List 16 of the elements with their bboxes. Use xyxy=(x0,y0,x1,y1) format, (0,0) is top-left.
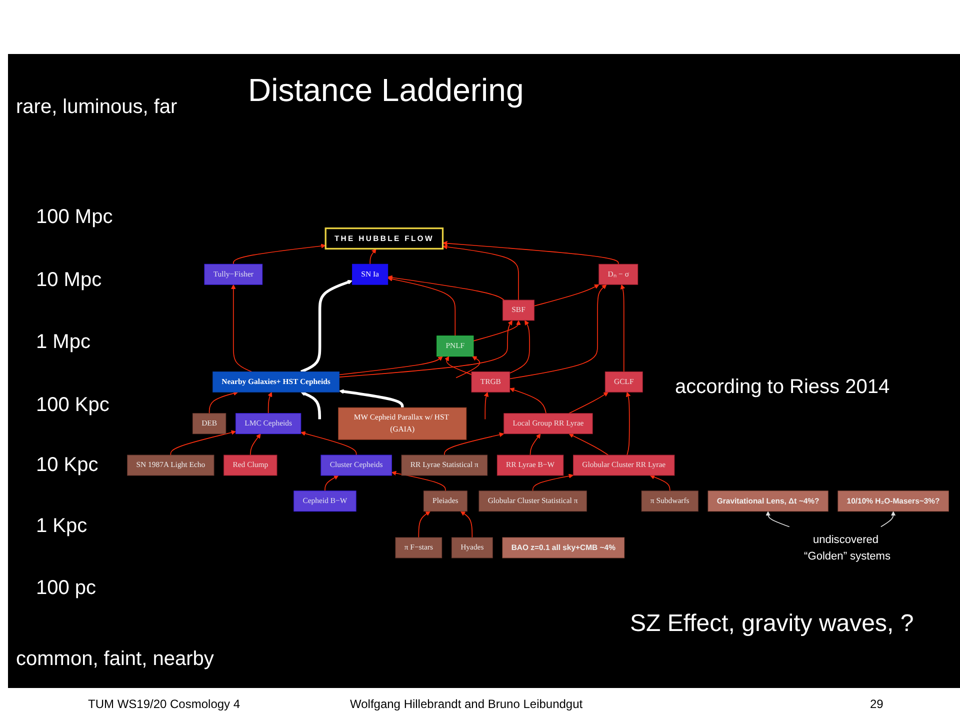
scale-label: 100 Mpc xyxy=(36,206,113,229)
note-text: SZ Effect, gravity waves, ? xyxy=(630,610,914,638)
scale-label: 100 pc xyxy=(36,577,96,600)
scale-label: 100 Kpc xyxy=(36,394,110,417)
axis-label: common, faint, nearby xyxy=(16,648,214,671)
scale-label: 1 Kpc xyxy=(36,515,88,538)
note-text: undiscovered “Golden” systems xyxy=(804,533,891,562)
page-number: 29 xyxy=(870,697,884,711)
footer-text: Wolfgang Hillebrandt and Bruno Leibundgut xyxy=(350,697,583,711)
scale-label: 10 Kpc xyxy=(36,454,98,477)
note-text: according to Riess 2014 xyxy=(675,376,890,399)
diagram-title: Distance Laddering xyxy=(248,72,524,109)
axis-label: rare, luminous, far xyxy=(16,96,178,119)
footer-text: TUM WS19/20 Cosmology 4 xyxy=(88,697,240,711)
scale-label: 1 Mpc xyxy=(36,331,90,354)
scale-label: 10 Mpc xyxy=(36,269,102,292)
